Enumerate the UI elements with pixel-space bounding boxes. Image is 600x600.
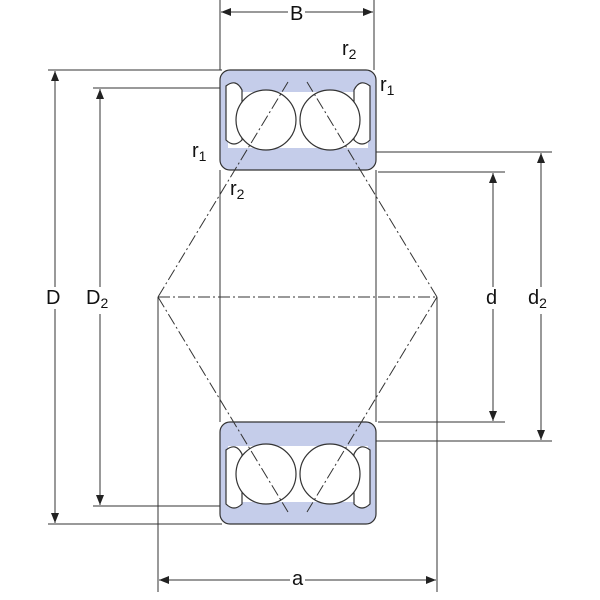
label-r2-left: r2 xyxy=(230,178,245,202)
label-B: B xyxy=(288,3,306,25)
label-d: d xyxy=(484,287,500,309)
label-a: a xyxy=(290,568,306,590)
contact-line-tr xyxy=(306,81,438,298)
label-r1-left: r1 xyxy=(190,140,209,167)
label-r2-top: r2 xyxy=(340,38,359,65)
contact-line-tl xyxy=(157,81,289,298)
ball-top-left xyxy=(235,89,297,151)
label-d2: d2 xyxy=(526,287,549,314)
label-D: D xyxy=(44,287,63,309)
contact-line-bl xyxy=(157,296,289,513)
label-D2: D2 xyxy=(84,287,111,314)
contact-line-br xyxy=(306,296,438,513)
ball-bottom-left xyxy=(235,443,297,505)
label-r1-top: r1 xyxy=(378,74,397,101)
